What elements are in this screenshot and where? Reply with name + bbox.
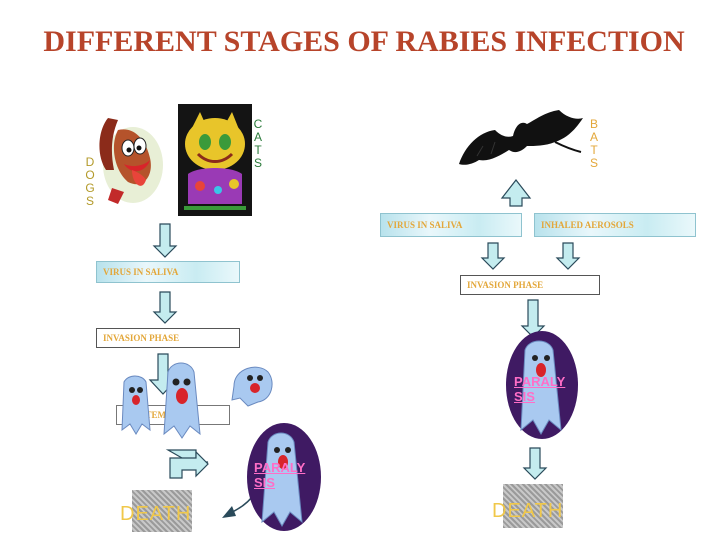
dogs-label: D O G S [84,156,96,208]
cats-letter: S [253,156,262,170]
paralysis-text: SIS [514,389,535,404]
ghost-icon [121,375,151,435]
dogs-letter: G [85,181,95,195]
right-death-texture [503,484,563,528]
bats-letter: S [589,156,598,170]
right-virus-in-saliva-box: VIRUS IN SALIVA [380,213,522,237]
bat-icon [459,110,583,165]
left-paralysis-label: PARALY SIS [254,460,305,490]
cat-icon [178,104,252,216]
inhaled-aerosols-box: INHALED AEROSOLS [534,213,696,237]
right-death-label: DEATH [492,500,564,522]
cats-letter: A [253,130,262,144]
curved-arrow-head [222,506,236,518]
paralysis-text: SIS [254,475,275,490]
bent-arrow [169,450,209,479]
paralysis-oval-right [506,331,578,439]
dogs-letter: D [85,155,95,169]
paralysis-oval-left [247,423,321,531]
right-invasion-phase-box: INVASION PHASE [460,275,600,295]
paralysis-text: PARALY [514,374,566,389]
bats-label: B A T S [588,118,600,170]
ghost-icon [163,362,201,439]
down-arrow [522,447,548,480]
down-arrow [152,223,178,258]
down-arrow [555,242,581,270]
paralysis-text: PARALY [254,460,306,475]
left-virus-in-saliva-box: VIRUS IN SALIVA [96,261,240,283]
bats-letter: B [589,117,598,131]
left-invasion-phase-box: INVASION PHASE [96,328,240,348]
dogs-letter: S [85,194,94,208]
bats-letter: T [590,143,598,157]
ghost-icon [231,366,273,407]
down-arrow [152,291,178,324]
left-death-texture [132,490,192,532]
cats-label: C A T S [252,118,264,170]
up-arrow [500,179,532,207]
right-paralysis-label: PARALY SIS [514,374,565,404]
cats-letter: T [254,143,262,157]
left-death-label: DEATH [120,503,192,525]
down-arrow [480,242,506,270]
cats-letter: C [253,117,263,131]
dog-icon [99,118,163,204]
bats-letter: A [589,130,598,144]
page-title: DIFFERENT STAGES OF RABIES INFECTION [43,25,685,58]
dogs-letter: O [85,168,95,182]
